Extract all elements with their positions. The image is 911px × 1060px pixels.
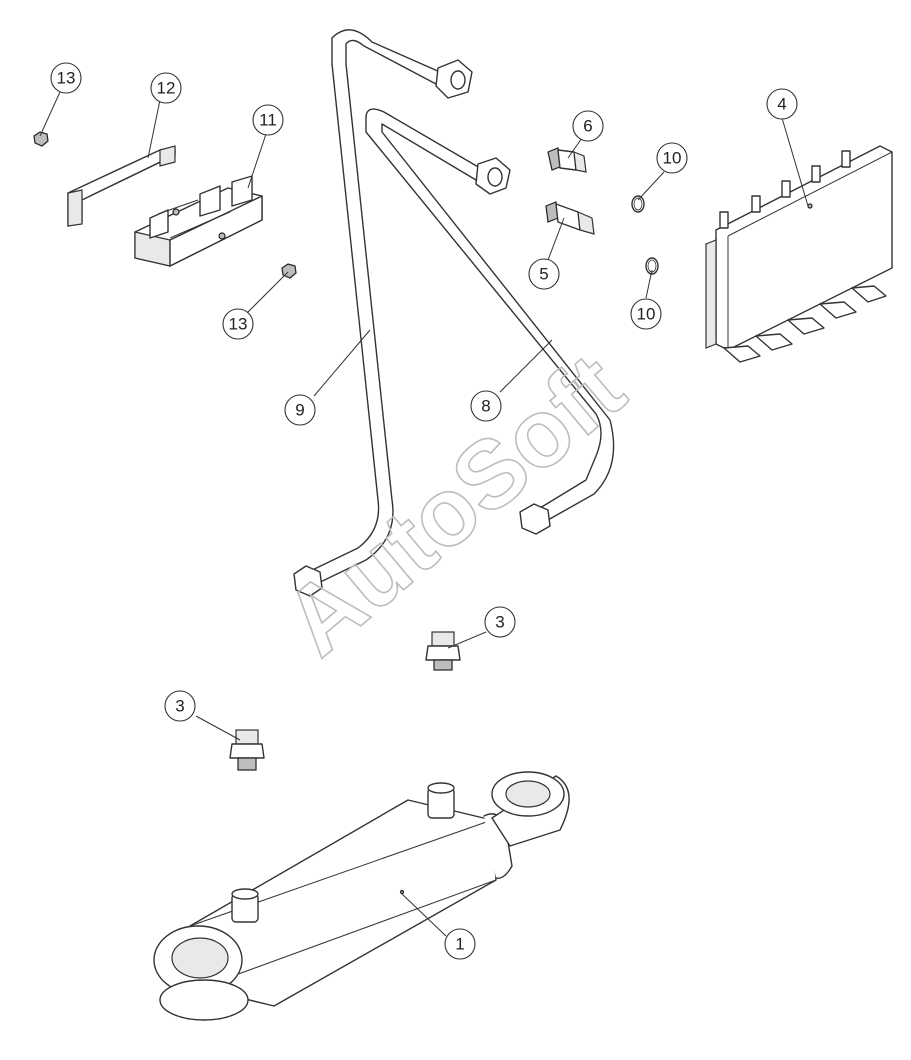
callout-13-lower: 13 <box>222 308 254 340</box>
callout-12: 12 <box>150 72 182 104</box>
svg-text:3: 3 <box>495 613 504 632</box>
part-3-fitting-upper <box>425 631 461 671</box>
svg-text:10: 10 <box>663 149 682 168</box>
svg-text:9: 9 <box>295 401 304 420</box>
callout-13-upper: 13 <box>50 62 82 94</box>
part-13-nut-upper <box>33 131 49 147</box>
part-1-hydraulic-cylinder <box>153 771 570 1021</box>
svg-text:4: 4 <box>777 95 786 114</box>
part-4-valve-block <box>705 145 893 363</box>
svg-text:13: 13 <box>229 315 248 334</box>
svg-text:6: 6 <box>583 117 592 136</box>
part-3-fitting-lower <box>229 729 265 771</box>
svg-text:11: 11 <box>259 111 277 130</box>
callout-1: 1 <box>444 928 476 960</box>
svg-text:10: 10 <box>637 305 656 324</box>
part-9-pipe <box>293 29 473 597</box>
callout-11: 11 <box>252 104 284 136</box>
callout-4: 4 <box>766 88 798 120</box>
callout-10-lower: 10 <box>630 298 662 330</box>
leader-lines <box>39 91 809 937</box>
svg-text:13: 13 <box>57 69 76 88</box>
callout-3-lower: 3 <box>164 690 196 722</box>
callout-10-upper: 10 <box>656 142 688 174</box>
callout-8: 8 <box>470 390 502 422</box>
part-8-pipe <box>365 108 615 535</box>
svg-text:3: 3 <box>175 697 184 716</box>
part-11-clamp-block <box>134 175 263 267</box>
svg-text:12: 12 <box>157 79 176 98</box>
watermark-text: AutoSoft <box>265 334 644 676</box>
part-12-bracket <box>67 145 176 227</box>
callout-6: 6 <box>572 110 604 142</box>
svg-text:1: 1 <box>455 935 464 954</box>
part-5-adapter <box>545 201 595 235</box>
callout-3-upper: 3 <box>484 606 516 638</box>
callout-5: 5 <box>528 258 560 290</box>
svg-text:8: 8 <box>481 397 490 416</box>
svg-text:5: 5 <box>539 265 548 284</box>
callout-9: 9 <box>284 394 316 426</box>
part-6-adapter <box>547 147 587 173</box>
part-10-o-ring-upper <box>631 195 645 213</box>
